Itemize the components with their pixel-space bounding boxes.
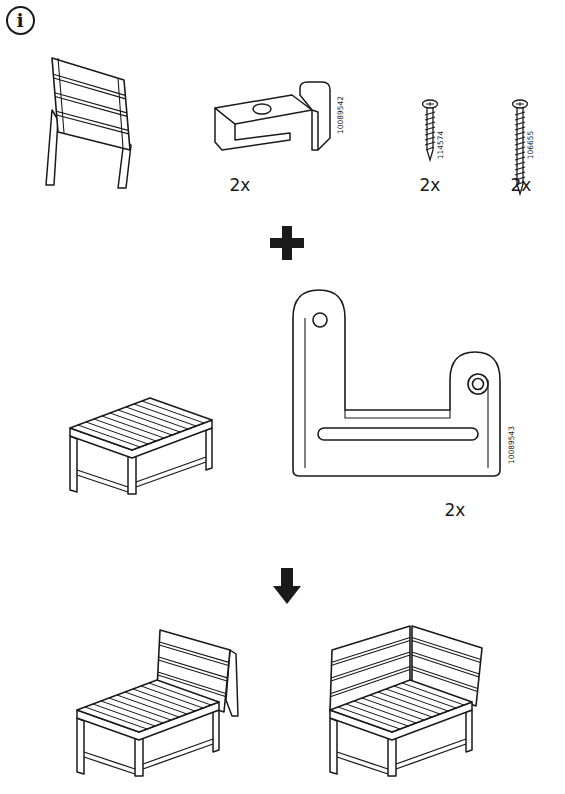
part-number: 114574	[437, 131, 445, 160]
short-screw	[423, 100, 438, 160]
assembled-chair	[77, 630, 238, 776]
quantity-label: 2x	[445, 502, 466, 519]
bracket-hole	[253, 104, 271, 114]
bracket-hole	[468, 374, 488, 394]
part-number: 106655	[527, 131, 535, 160]
back-slats	[412, 638, 481, 692]
screw-head	[423, 100, 438, 108]
chair-seat	[77, 680, 219, 776]
bracket-hole	[313, 313, 327, 327]
part-number: 10089543	[508, 426, 516, 464]
quantity-label: 2x	[511, 177, 532, 194]
info-icon: i	[6, 6, 35, 35]
chair-back	[46, 58, 131, 188]
plus-bar	[282, 226, 292, 260]
bracket-edge	[312, 110, 318, 150]
back-panel	[52, 58, 130, 150]
small-bracket	[215, 82, 330, 150]
screw-slot	[516, 102, 524, 106]
info-letter: i	[16, 11, 23, 30]
quantity-label: 2x	[420, 177, 441, 194]
quantity-label: 2x	[230, 177, 251, 194]
bracket-flange	[300, 82, 330, 150]
screw-slot	[426, 102, 434, 106]
chair-seat	[330, 680, 472, 776]
back-slats	[53, 58, 128, 148]
stool	[70, 398, 212, 494]
bracket-plate	[215, 95, 312, 124]
u-bracket	[293, 290, 500, 476]
plus-sign	[270, 226, 304, 260]
bracket-edge	[305, 318, 488, 468]
screw-thread	[425, 112, 435, 150]
screw-head	[513, 100, 528, 108]
bracket-slot	[318, 428, 478, 440]
bracket-body	[293, 290, 500, 476]
bracket-hole	[473, 379, 484, 390]
screw-thread	[515, 112, 525, 185]
result-arrow	[273, 568, 301, 604]
corner-chair	[330, 626, 482, 776]
part-number: 10089542	[337, 96, 345, 134]
